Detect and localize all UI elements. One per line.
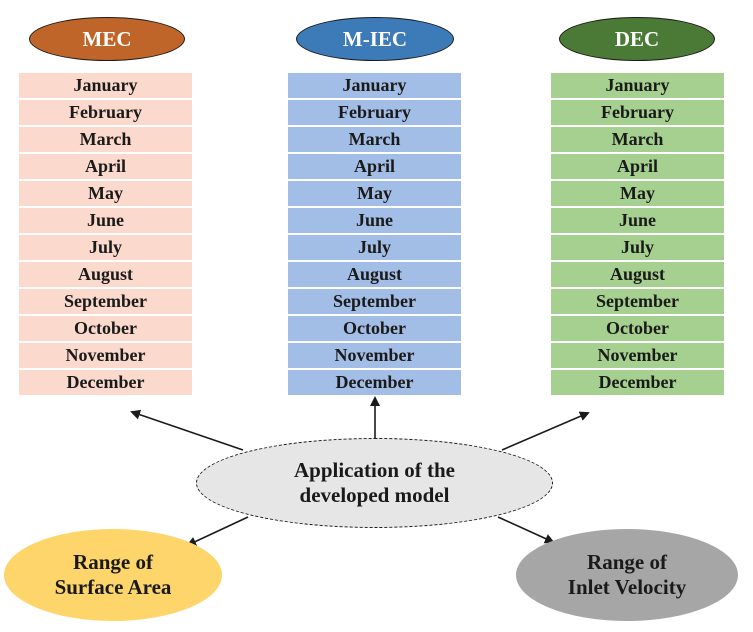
application-line2: developed model — [299, 483, 450, 507]
month-cell: January — [551, 73, 724, 98]
mec-header-label: MEC — [82, 26, 132, 51]
month-cell: June — [288, 208, 461, 233]
month-cell: December — [551, 370, 724, 395]
month-cell: August — [551, 262, 724, 287]
arrow-to-mec — [130, 409, 244, 451]
month-cell: March — [551, 127, 724, 152]
month-cell: May — [288, 181, 461, 206]
month-cell: December — [19, 370, 192, 395]
m-iec-header-label: M-IEC — [342, 26, 408, 51]
m-iec-header: M-IEC — [296, 17, 454, 61]
month-cell: August — [19, 262, 192, 287]
month-cell: March — [288, 127, 461, 152]
month-cell: November — [551, 343, 724, 368]
month-cell: November — [19, 343, 192, 368]
month-cell: July — [288, 235, 461, 260]
month-cell: September — [19, 289, 192, 314]
mec-month-list: January February March April May June Ju… — [19, 73, 192, 397]
month-cell: December — [288, 370, 461, 395]
month-cell: June — [19, 208, 192, 233]
dec-month-list: January February March April May June Ju… — [551, 73, 724, 397]
month-cell: April — [551, 154, 724, 179]
month-cell: October — [288, 316, 461, 341]
month-cell: November — [288, 343, 461, 368]
dec-header: DEC — [559, 17, 715, 61]
month-cell: April — [288, 154, 461, 179]
month-cell: October — [551, 316, 724, 341]
month-cell: August — [288, 262, 461, 287]
month-cell: May — [551, 181, 724, 206]
month-cell: February — [551, 100, 724, 125]
application-node: Application of the developed model — [196, 438, 553, 528]
month-cell: October — [19, 316, 192, 341]
m-iec-month-list: January February March April May June Ju… — [288, 73, 461, 397]
mec-header: MEC — [29, 17, 185, 61]
arrow-to-dec — [501, 411, 590, 451]
inlet-velocity-line2: Inlet Velocity — [567, 575, 687, 599]
month-cell: February — [19, 100, 192, 125]
month-cell: March — [19, 127, 192, 152]
month-cell: April — [19, 154, 192, 179]
arrow-to-surface-area — [186, 516, 249, 547]
month-cell: May — [19, 181, 192, 206]
month-cell: September — [288, 289, 461, 314]
surface-area-line2: Surface Area — [54, 575, 172, 599]
month-cell: June — [551, 208, 724, 233]
dec-header-label: DEC — [614, 26, 660, 51]
surface-area-node: Range of Surface Area — [4, 529, 222, 621]
inlet-velocity-line1: Range of — [587, 549, 667, 574]
month-cell: January — [288, 73, 461, 98]
month-cell: January — [19, 73, 192, 98]
application-line1: Application of the — [293, 457, 455, 482]
inlet-velocity-node: Range of Inlet Velocity — [516, 529, 738, 621]
month-cell: July — [551, 235, 724, 260]
month-cell: September — [551, 289, 724, 314]
arrow-to-inlet-velocity — [497, 516, 555, 544]
surface-area-line1: Range of — [73, 549, 153, 574]
month-cell: July — [19, 235, 192, 260]
month-cell: February — [288, 100, 461, 125]
